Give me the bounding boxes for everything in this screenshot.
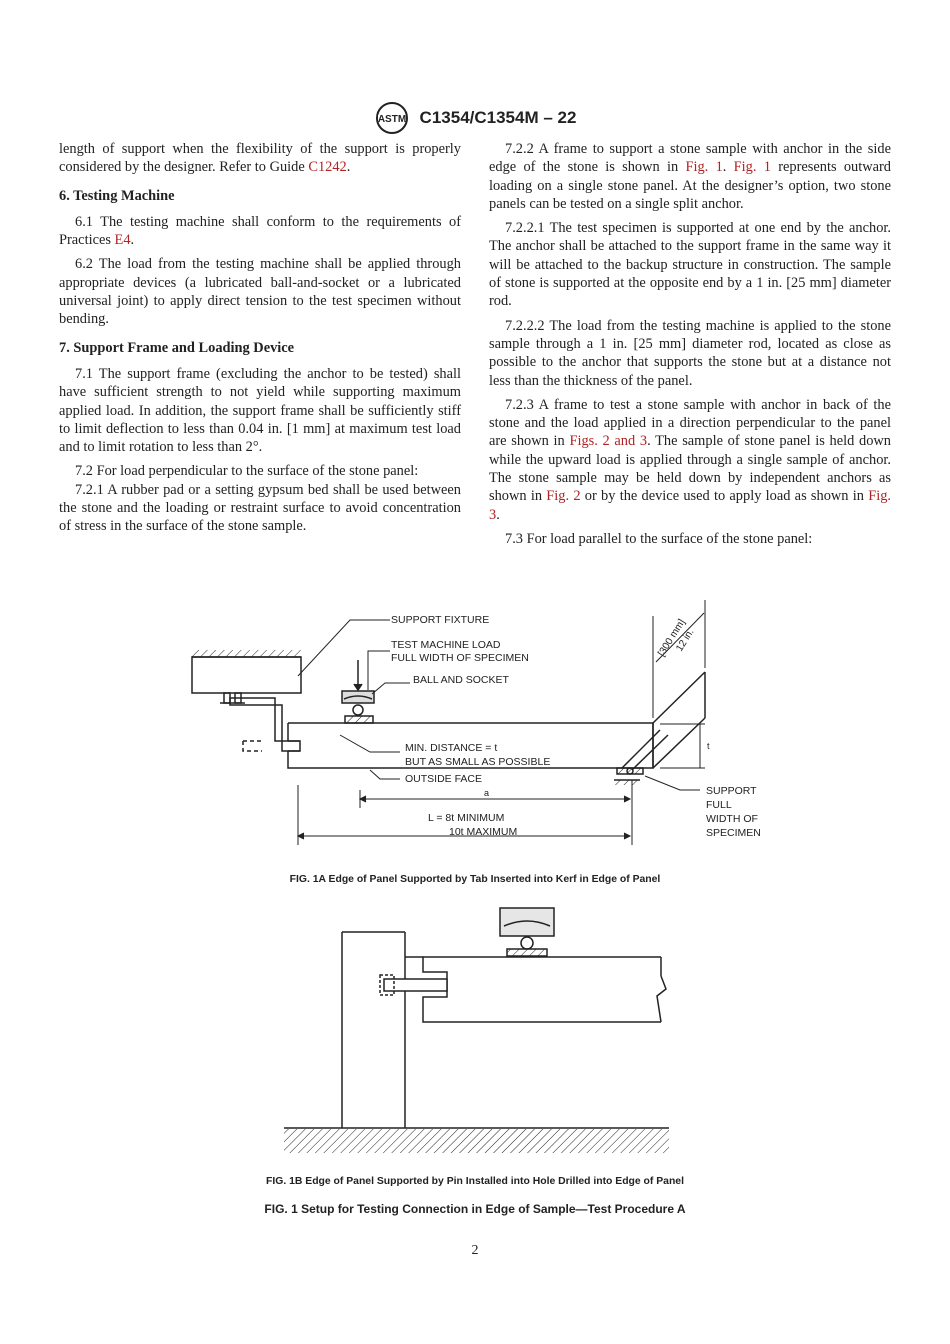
label-outside-face: OUTSIDE FACE bbox=[405, 773, 482, 785]
label-support-full: FULL bbox=[706, 799, 732, 811]
link-fig-2[interactable]: Fig. 2 bbox=[546, 488, 581, 505]
paragraph-7-2-2-1: 7.2.2.1 The test specimen is supported a… bbox=[489, 220, 891, 310]
left-column: length of support when the flexibility o… bbox=[59, 140, 461, 542]
paragraph-7-3: 7.3 For load parallel to the surface of … bbox=[505, 530, 813, 547]
page-header: ASTM C1354/C1354M – 22 bbox=[0, 101, 950, 135]
document-designation: C1354/C1354M – 22 bbox=[419, 108, 577, 127]
page-number: 2 bbox=[471, 1243, 479, 1258]
paragraph-7-2-2: 7.2.2 A frame to support a stone sample … bbox=[489, 141, 891, 212]
right-column: 7.2.2 A frame to support a stone sample … bbox=[489, 140, 891, 554]
link-c1242[interactable]: C1242 bbox=[308, 159, 347, 176]
label-dimension-a: a bbox=[484, 788, 489, 798]
label-support: SUPPORT bbox=[706, 785, 757, 797]
figure-1b-caption: FIG. 1B Edge of Panel Supported by Pin I… bbox=[266, 1176, 684, 1187]
link-e4[interactable]: E4 bbox=[114, 232, 131, 249]
link-fig-3[interactable]: Fig. 3 bbox=[489, 488, 892, 523]
paragraph-intro: length of support when the flexibility o… bbox=[59, 141, 461, 176]
paragraph-7-2-2-2: 7.2.2.2 The load from the testing machin… bbox=[489, 317, 891, 389]
label-support-width-of: WIDTH OF bbox=[706, 813, 758, 825]
heading-section-6: 6. Testing Machine bbox=[59, 187, 175, 204]
label-test-machine-load: TEST MACHINE LOAD bbox=[391, 639, 501, 651]
label-as-small-as-possible: BUT AS SMALL AS POSSIBLE bbox=[405, 756, 550, 768]
label-thickness-t: t bbox=[707, 741, 710, 751]
paragraph-6-1: 6.1 The testing machine shall conform to… bbox=[59, 213, 461, 249]
link-fig-1[interactable]: Fig. 1 bbox=[733, 159, 771, 176]
label-min-distance: MIN. DISTANCE = t bbox=[405, 742, 497, 754]
paragraph-7-2-3: 7.2.3 A frame to test a stone sample wit… bbox=[489, 396, 892, 523]
label-l-minimum: L = 8t MINIMUM bbox=[428, 812, 504, 824]
astm-logo-icon: ASTM bbox=[375, 102, 408, 134]
label-support-fixture: SUPPORT FIXTURE bbox=[391, 614, 489, 626]
figure-1a-drawing bbox=[191, 600, 706, 845]
svg-text:ASTM: ASTM bbox=[377, 114, 405, 125]
paragraph-7-1: 7.1 The support frame (excluding the anc… bbox=[59, 365, 461, 456]
paragraph-7-2: 7.2 For load perpendicular to the surfac… bbox=[75, 463, 419, 480]
paragraph-6-2: 6.2 The load from the testing machine sh… bbox=[59, 256, 461, 328]
paragraph-7-2-1: 7.2.1 A rubber pad or a setting gypsum b… bbox=[59, 481, 461, 535]
figure-1-caption: FIG. 1 Setup for Testing Connection in E… bbox=[264, 1202, 686, 1216]
label-ball-socket: BALL AND SOCKET bbox=[413, 674, 509, 686]
link-fig-1[interactable]: Fig. 1 bbox=[685, 159, 723, 176]
heading-section-7: 7. Support Frame and Loading Device bbox=[59, 339, 295, 356]
link-figs-2-3[interactable]: Figs. 2 and 3 bbox=[569, 433, 648, 450]
figure-1a-caption: FIG. 1A Edge of Panel Supported by Tab I… bbox=[289, 874, 661, 885]
label-l-maximum: 10t MAXIMUM bbox=[449, 826, 517, 838]
figure-1b-drawing bbox=[284, 907, 669, 1153]
label-support-specimen: SPECIMEN bbox=[706, 827, 761, 839]
label-full-width: FULL WIDTH OF SPECIMEN bbox=[391, 652, 529, 664]
